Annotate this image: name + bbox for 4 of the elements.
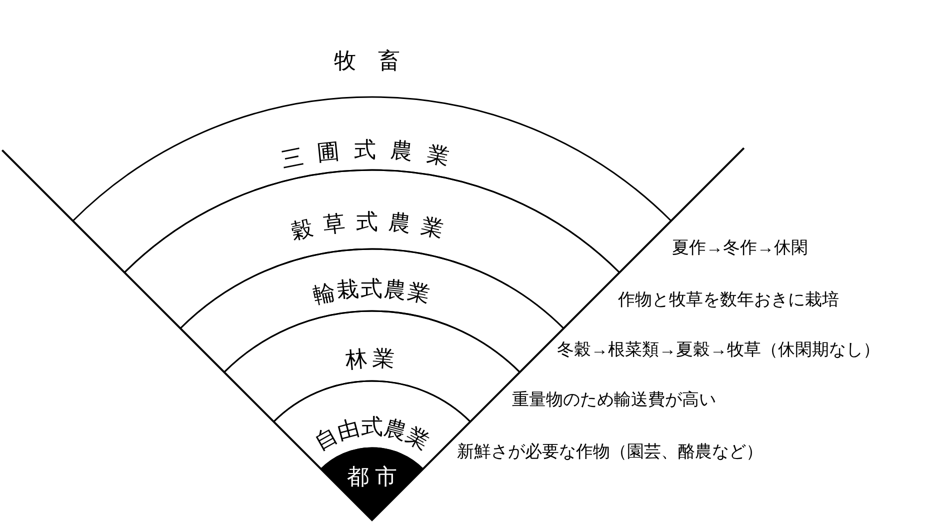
zone-description: 新鮮さが必要な作物（園芸、酪農など）	[457, 443, 763, 460]
zone-description: 冬穀→根菜類→夏穀→牧草（休閑期なし）	[557, 341, 880, 358]
zone-description: 作物と牧草を数年おきに栽培	[618, 291, 839, 308]
zone-label: 牧畜	[334, 50, 422, 72]
